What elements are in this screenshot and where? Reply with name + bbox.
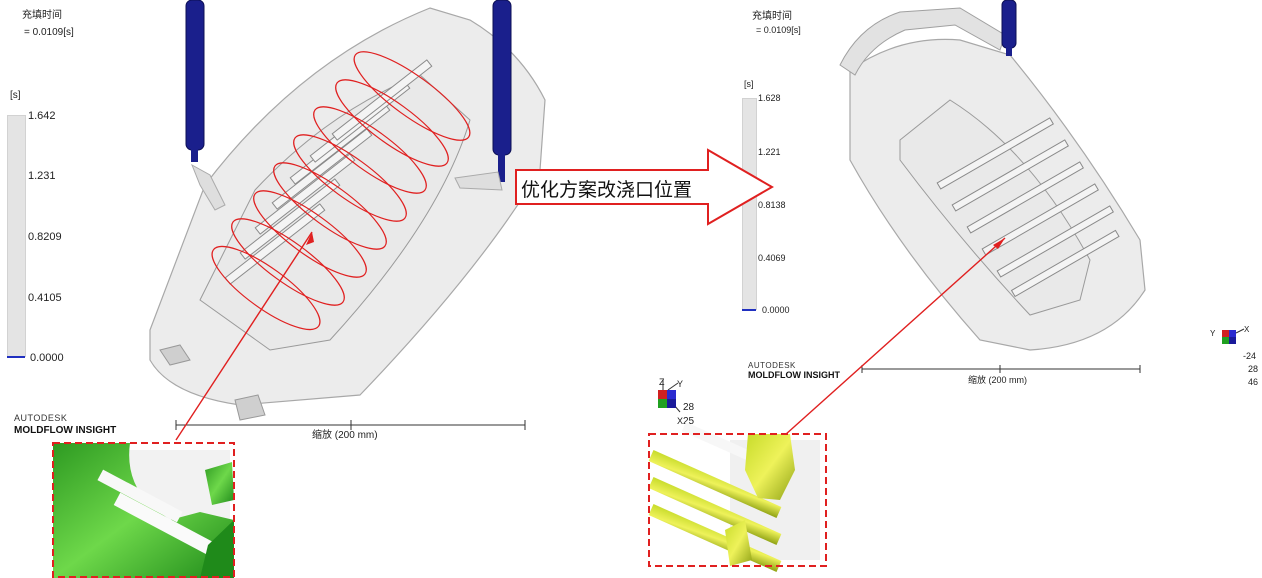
svg-text:X: X: [1244, 325, 1250, 334]
right-axis-triad: X Y: [1210, 325, 1250, 344]
right-brand-moldflow: MOLDFLOW INSIGHT: [748, 370, 840, 380]
right-legend-tick-4: 0.0000: [762, 305, 790, 315]
left-result-title: 充填时间: [22, 10, 62, 21]
right-result-value: = 0.0109[s]: [756, 25, 801, 35]
right-legend-tick-3: 0.4069: [758, 253, 786, 263]
right-legend-tick-2: 0.8138: [758, 200, 786, 210]
left-brand-autodesk: AUTODESK: [14, 413, 68, 423]
right-legend-tick-0: 1.628: [758, 93, 781, 103]
direction-arrow: [515, 148, 774, 226]
right-axis-value-0: -24: [1243, 351, 1257, 361]
mid-axis-triad: Z Y X: [658, 377, 683, 426]
right-scale-label: 缩放 (200 mm): [968, 375, 1028, 385]
left-runners: [185, 0, 512, 211]
svg-text:Y: Y: [1210, 329, 1216, 338]
mid-axis-value-1: 25: [683, 416, 695, 427]
left-legend-tick-0: 1.642: [28, 110, 56, 122]
svg-text:X: X: [677, 416, 683, 426]
right-legend-unit: [s]: [744, 79, 754, 89]
right-legend-zero-marker: [742, 309, 756, 311]
right-part-model: [839, 7, 1146, 351]
right-axis-value-2: 46: [1248, 377, 1259, 387]
left-inset-border: [52, 442, 235, 578]
right-inset-border: [648, 433, 827, 567]
left-legend-unit: [s]: [10, 90, 21, 101]
right-pointer-line: [784, 237, 1006, 436]
left-zoom-inset: [53, 443, 234, 578]
left-scale-bar: [175, 420, 526, 430]
right-axis-value-1: 28: [1248, 364, 1259, 374]
left-legend-tick-1: 1.231: [28, 170, 56, 182]
left-legend-tick-4: 0.0000: [30, 352, 64, 364]
svg-text:Y: Y: [677, 379, 683, 389]
left-part-model: [149, 7, 546, 421]
left-pointer-line: [175, 231, 313, 441]
right-zoom-inset: [648, 422, 826, 572]
right-brand-autodesk: AUTODESK: [748, 361, 796, 370]
mid-axis-value-0: 28: [683, 402, 695, 413]
right-scale-bar: [861, 365, 1141, 373]
left-legend-zero-marker: [7, 356, 25, 358]
right-runner: [1001, 0, 1017, 56]
left-highlight-rings: [211, 51, 471, 331]
left-brand-moldflow: MOLDFLOW INSIGHT: [14, 425, 117, 436]
right-result-title: 充填时间: [752, 11, 792, 22]
left-result-value: = 0.0109[s]: [24, 27, 74, 38]
left-legend-tick-3: 0.4105: [28, 292, 62, 304]
arrow-caption: 优化方案改浇口位置: [521, 179, 693, 201]
right-legend-tick-1: 1.221: [758, 147, 781, 157]
left-legend-tick-2: 0.8209: [28, 231, 62, 243]
svg-text:Z: Z: [659, 377, 665, 387]
left-scale-label: 缩放 (200 mm): [312, 430, 378, 441]
